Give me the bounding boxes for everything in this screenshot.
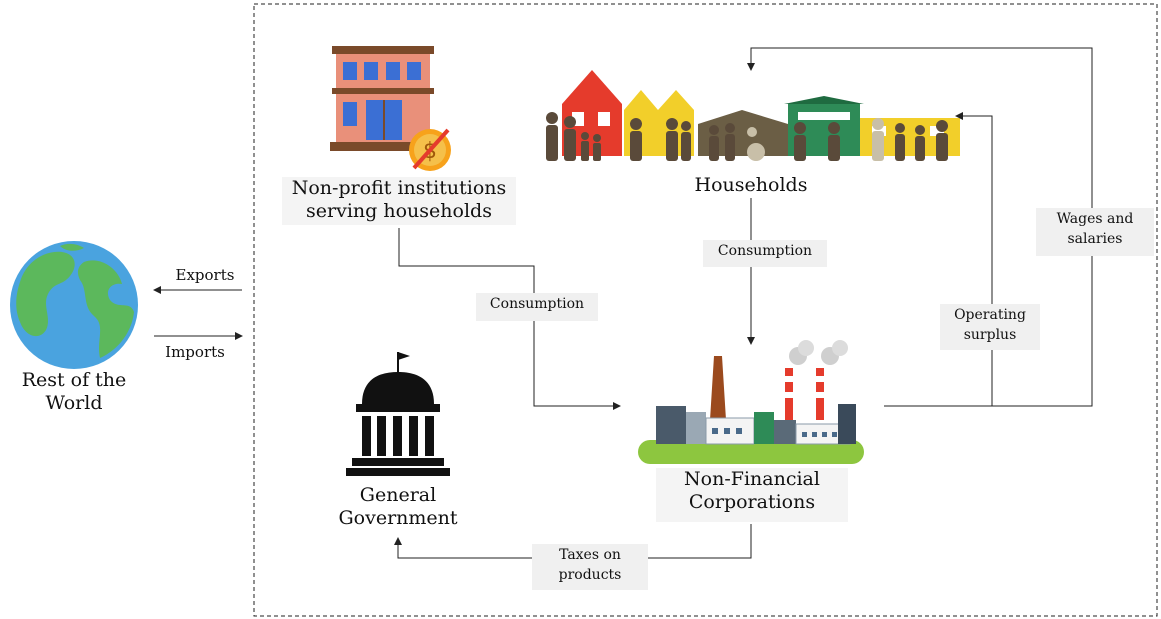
globe-icon [10, 241, 138, 369]
general-government-label: General Government [338, 484, 458, 530]
households-icon [546, 70, 960, 161]
wages-and-salaries-arrow [747, 47, 1093, 407]
operating-surplus-label: Operating surplus [940, 304, 1040, 350]
npish-label: Non-profit institutions serving househol… [282, 177, 516, 225]
non-financial-corporations-label: Non-Financial Corporations [656, 468, 848, 522]
household-consumption-label: Consumption [703, 240, 827, 267]
factory-icon [638, 340, 864, 464]
government-building-icon [346, 352, 450, 476]
wages-and-salaries-label: Wages and salaries [1036, 208, 1154, 256]
taxes-on-products-label: Taxes on products [532, 544, 648, 590]
households-label: Households [694, 174, 808, 196]
rest-of-world-label: Rest of the World [21, 369, 127, 415]
operating-surplus-arrow [884, 112, 993, 407]
exports-label: Exports [175, 266, 235, 284]
imports-label: Imports [165, 343, 225, 361]
npish-building-icon: $ [330, 46, 451, 171]
npish-consumption-label: Consumption [476, 293, 598, 321]
npish-consumption-arrow [398, 228, 621, 410]
domestic-economy-boundary [253, 3, 1158, 617]
